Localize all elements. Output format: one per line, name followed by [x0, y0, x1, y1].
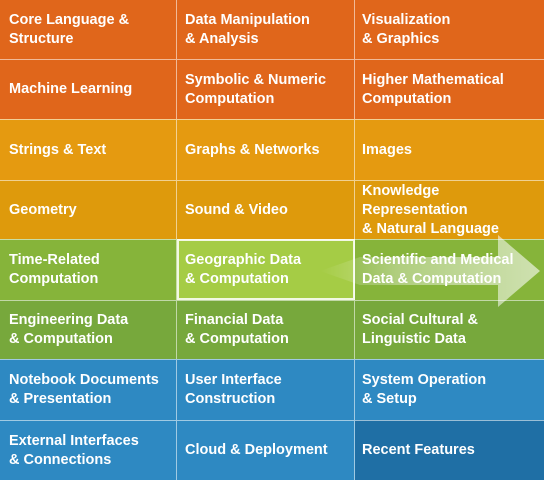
category-geometry[interactable]: Geometry: [0, 180, 177, 239]
category-geographic-data-computation[interactable]: Geographic Data & Computation: [177, 239, 355, 300]
category-images[interactable]: Images: [355, 119, 544, 180]
category-symbolic-numeric-computation[interactable]: Symbolic & Numeric Computation: [177, 59, 355, 119]
grid-row: Strings & Text Graphs & Networks Images: [0, 119, 544, 180]
grid-row: Time-Related Computation Geographic Data…: [0, 239, 544, 300]
category-recent-features[interactable]: Recent Features: [355, 420, 544, 480]
category-graphs-networks[interactable]: Graphs & Networks: [177, 119, 355, 180]
category-higher-mathematical-computation[interactable]: Higher Mathematical Computation: [355, 59, 544, 119]
category-external-interfaces-connections[interactable]: External Interfaces & Connections: [0, 420, 177, 480]
grid-row: Geometry Sound & Video Knowledge Represe…: [0, 180, 544, 239]
category-machine-learning[interactable]: Machine Learning: [0, 59, 177, 119]
category-data-manipulation-analysis[interactable]: Data Manipulation & Analysis: [177, 0, 355, 59]
category-system-operation-setup[interactable]: System Operation & Setup: [355, 359, 544, 420]
grid-row: Machine Learning Symbolic & Numeric Comp…: [0, 59, 544, 119]
category-notebook-documents-presentation[interactable]: Notebook Documents & Presentation: [0, 359, 177, 420]
category-social-cultural-linguistic-data[interactable]: Social Cultural & Linguistic Data: [355, 300, 544, 359]
category-knowledge-representation-natural-language[interactable]: Knowledge Representation & Natural Langu…: [355, 180, 544, 239]
category-strings-text[interactable]: Strings & Text: [0, 119, 177, 180]
grid-row: Engineering Data & Computation Financial…: [0, 300, 544, 359]
category-user-interface-construction[interactable]: User Interface Construction: [177, 359, 355, 420]
category-financial-data-computation[interactable]: Financial Data & Computation: [177, 300, 355, 359]
grid-row: External Interfaces & Connections Cloud …: [0, 420, 544, 480]
category-scientific-medical-data-computation[interactable]: Scientific and Medical Data & Computatio…: [355, 239, 544, 300]
grid-row: Notebook Documents & Presentation User I…: [0, 359, 544, 420]
category-sound-video[interactable]: Sound & Video: [177, 180, 355, 239]
category-core-language-structure[interactable]: Core Language & Structure: [0, 0, 177, 59]
category-cloud-deployment[interactable]: Cloud & Deployment: [177, 420, 355, 480]
grid-row: Core Language & Structure Data Manipulat…: [0, 0, 544, 59]
category-time-related-computation[interactable]: Time-Related Computation: [0, 239, 177, 300]
category-visualization-graphics[interactable]: Visualization & Graphics: [355, 0, 544, 59]
category-engineering-data-computation[interactable]: Engineering Data & Computation: [0, 300, 177, 359]
